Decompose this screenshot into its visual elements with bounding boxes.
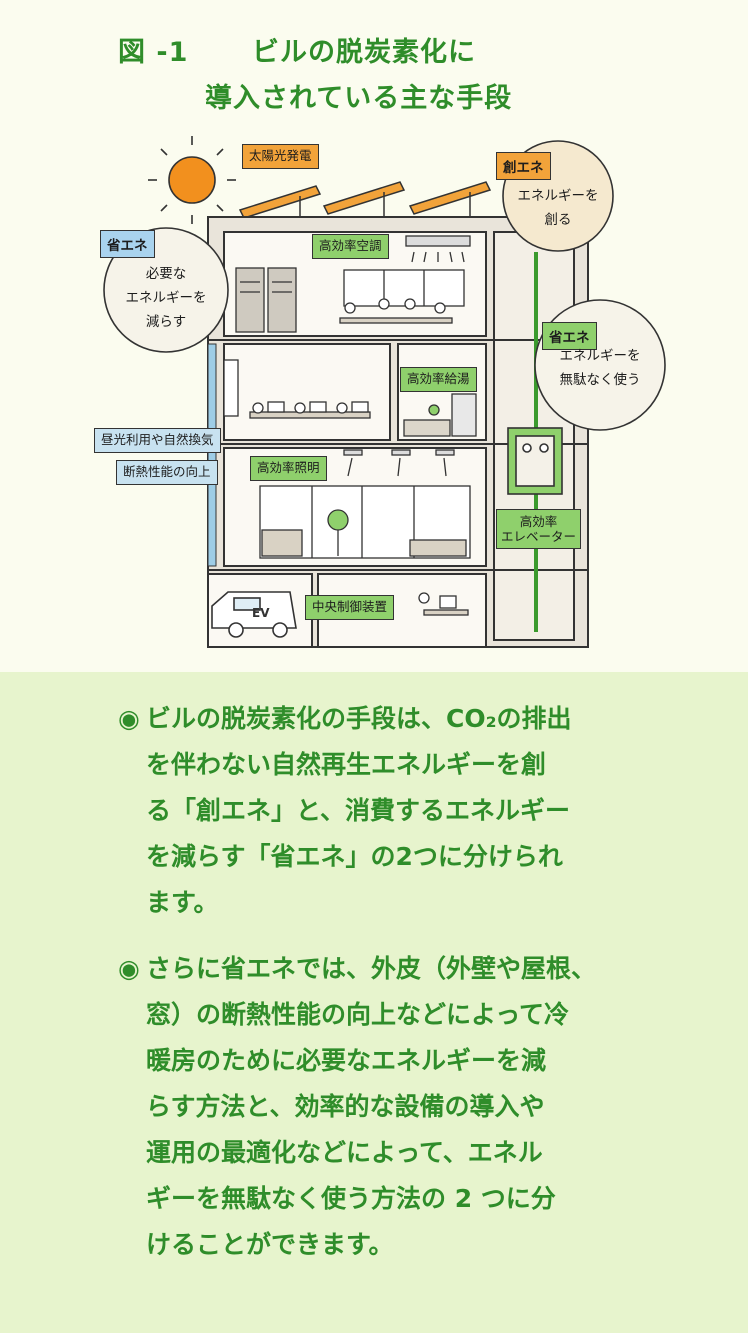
solar-label: 太陽光発電 (242, 144, 319, 169)
figure-title-line2: 導入されている主な手段 (205, 83, 513, 114)
meeting-room (339, 269, 465, 324)
paragraph-line: を減らす「省エネ」の2つに分けられ (146, 842, 563, 871)
building-illustration (103, 136, 666, 648)
figure-number: 図 -1 (118, 37, 189, 68)
label-lighting: 高効率照明 (250, 456, 327, 481)
label-control: 中央制御装置 (305, 595, 395, 620)
label-hvac: 高効率空調 (312, 234, 389, 259)
server-rack-icon (235, 267, 297, 333)
label-elevator: 高効率 エレベーター (496, 509, 582, 549)
paragraph-line: ます。 (146, 888, 219, 917)
paragraph-line: 窓）の断熱性能の向上などによって冷 (146, 1000, 570, 1029)
paragraph-line: る「創エネ」と、消費するエネルギー (146, 796, 571, 825)
bubble-create-text: エネルギーを 創る (517, 188, 599, 228)
bubble-reduce-text: 必要な エネルギーを 減らす (125, 266, 207, 330)
tag-sho-ene-left: 省エネ (100, 230, 155, 258)
figure-area: 図 -1 ビルの脱炭素化に 導入されている主な手段 (94, 37, 666, 648)
control-desk-icon (418, 592, 469, 616)
bullet-icon: ◉ (118, 704, 140, 733)
tag-so-ene: 創エネ (496, 152, 551, 180)
bullet-icon: ◉ (118, 954, 140, 983)
paragraph-line: 運用の最適化などによって、エネル (146, 1138, 543, 1167)
paragraph-line: らす方法と、効率的な設備の導入や (146, 1092, 545, 1121)
paragraph-line: さらに省エネでは、外皮（外壁や屋根、 (146, 954, 597, 983)
paragraph-line: ギーを無駄なく使う方法の 2 つに分 (146, 1184, 556, 1213)
office-window (223, 359, 371, 419)
paragraph-line: 暖房のために必要なエネルギーを減 (146, 1046, 547, 1075)
elevator-icon (507, 252, 563, 632)
paragraph-line: を伴わない自然再生エネルギーを創 (146, 750, 547, 779)
figure-title-line1: ビルの脱炭素化に (252, 37, 476, 68)
bubble-use-text: エネルギーを 無駄なく使う (559, 348, 641, 388)
label-ev: EV (252, 606, 270, 620)
solar-panel-icon (238, 181, 492, 219)
paragraph-line: けることができます。 (146, 1230, 394, 1259)
light-fixture-icon (343, 449, 455, 477)
ev-car-icon (211, 591, 297, 638)
insulation-wall (207, 343, 217, 567)
label-water-heater: 高効率給湯 (400, 367, 477, 392)
lobby (259, 485, 471, 559)
paragraph-line: ビルの脱炭素化の手段は、CO₂の排出 (146, 704, 572, 733)
sun-icon (148, 136, 236, 224)
water-heater-icon (403, 393, 477, 437)
label-insulation: 断熱性能の向上 (116, 460, 218, 485)
description-area: ◉ ビルの脱炭素化の手段は、CO₂の排出 を伴わない自然再生エネルギーを創 る「… (0, 672, 748, 1333)
bubble-reduce (103, 227, 229, 353)
air-conditioner-icon (405, 235, 471, 263)
tag-sho-ene-right: 省エネ (542, 322, 597, 350)
label-daylight: 昼光利用や自然換気 (94, 428, 221, 453)
